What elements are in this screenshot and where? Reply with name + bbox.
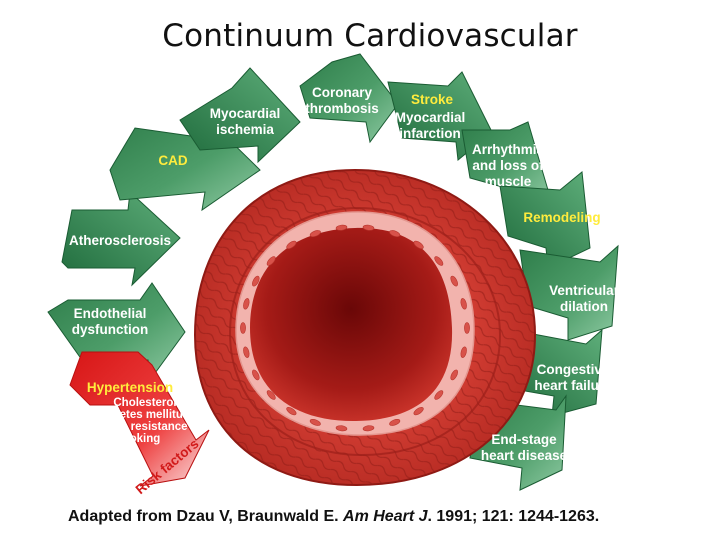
endothelial-cell (464, 322, 470, 334)
citation-caption: Adapted from Dzau V, Braunwald E. Am Hea… (68, 508, 599, 526)
page-title: Continuum Cardiovascular (162, 18, 578, 54)
endothelial-cell (309, 418, 321, 426)
stage-label-line: dysfunction (72, 322, 149, 337)
endothelial-cell (335, 425, 348, 432)
caption-journal: Am Heart J (343, 508, 428, 525)
endothelial-cell (252, 369, 260, 381)
endothelial-cell (335, 224, 348, 231)
stage-label: Atherosclerosis (69, 233, 171, 248)
stage-label-line: infarction (399, 126, 461, 141)
stage-label-line: and loss of (472, 158, 544, 173)
continuum-arrows (47, 53, 619, 491)
endothelial-cell (413, 407, 424, 416)
stage-label-line: Stroke (411, 92, 454, 107)
endothelial-cells (240, 224, 470, 432)
endothelial-cell (460, 298, 467, 310)
stage-label-line: Myocardial (210, 106, 281, 121)
endothelial-cell (362, 224, 375, 231)
risk-factor-item: Insulin resistance (90, 421, 187, 433)
risk-factor-item: Cholesterol (113, 397, 176, 409)
stage-label-line: Ventricular (549, 283, 620, 298)
stage-label-line: Atherosclerosis (69, 233, 171, 248)
endothelial-cell (450, 275, 458, 287)
stage-label-line: CAD (158, 153, 187, 168)
endothelial-cell (450, 369, 458, 381)
risk-factor-item: Diabetes mellitus (95, 409, 190, 421)
continuum-arrow-segment (519, 244, 619, 341)
stage-label-line: heart failure (534, 378, 612, 393)
endothelial-cell (434, 390, 444, 400)
stage-label: CAD (158, 153, 187, 168)
risk-heading: Hypertension (87, 380, 173, 395)
risk-factors-arrow (69, 351, 210, 487)
endothelial-cell (389, 418, 401, 426)
continuum-arrow-segment (61, 190, 181, 287)
stage-label: Remodeling (523, 210, 600, 225)
endothelial-cell (286, 407, 297, 416)
stage-label-line: Endothelial (74, 306, 147, 321)
caption-prefix: Adapted from Dzau V, Braunwald E. (68, 508, 344, 525)
endothelial-cell (243, 298, 250, 310)
blood-vessel-cross-section (193, 168, 537, 487)
stage-label-line: Congestive (537, 362, 610, 377)
stage-label-line: heart disease (481, 448, 568, 463)
continuum-arrow-segment (299, 53, 399, 144)
endothelial-cell (362, 425, 375, 432)
stage-label-line: Remodeling (523, 210, 600, 225)
endothelial-cell (286, 240, 297, 249)
stage-label-line: Arrhythmia (472, 142, 545, 157)
caption-suffix: . 1991; 121: 1244-1263. (427, 508, 600, 525)
endothelial-cell (434, 256, 444, 266)
endothelial-cell (389, 230, 401, 238)
risk-factor-item: Smoking (112, 433, 161, 445)
stage-label-line: dilation (560, 299, 608, 314)
endothelial-cell (309, 230, 321, 238)
continuum-arrow-segment (179, 67, 301, 164)
stage-label-line: Myocardial (395, 110, 466, 125)
endothelial-cell (413, 240, 424, 249)
stage-label-line: Coronary (312, 85, 373, 100)
endothelial-cell (266, 390, 276, 400)
stage-label: Stroke (411, 92, 454, 107)
stage-label-line: thrombosis (305, 101, 379, 116)
stage-label-line: End-stage (491, 432, 557, 447)
stage-label-line: muscle (485, 174, 532, 189)
stage-label-line: ischemia (216, 122, 274, 137)
endothelial-cell (266, 256, 276, 266)
endothelial-cell (240, 322, 246, 334)
endothelial-cell (243, 346, 250, 358)
endothelial-cell (460, 346, 467, 358)
endothelial-cell (252, 275, 260, 287)
